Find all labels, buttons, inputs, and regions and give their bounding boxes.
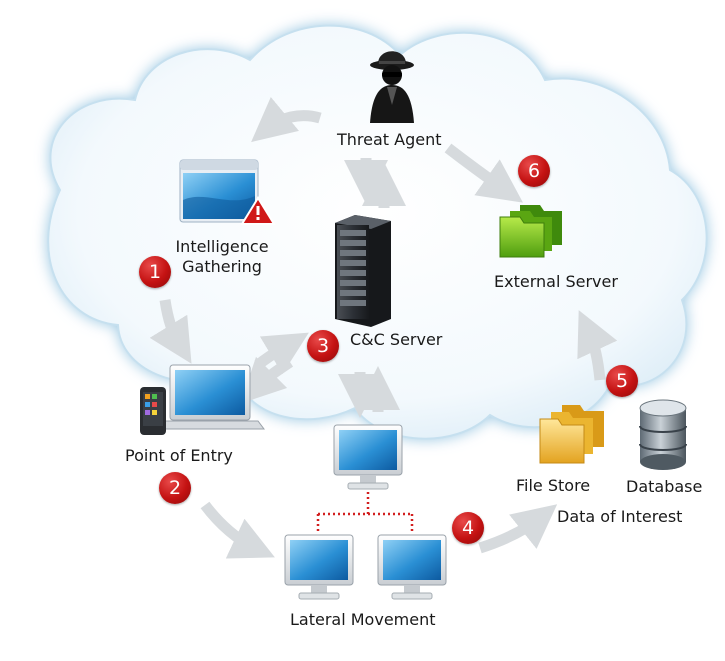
step-badge-4: 4 bbox=[452, 512, 484, 544]
desktop-icon-right bbox=[377, 534, 447, 600]
desktop-icon-top bbox=[333, 424, 403, 490]
arrow-threat-to-external bbox=[444, 143, 523, 203]
network-links bbox=[316, 492, 414, 532]
green-folders-icon bbox=[499, 205, 562, 258]
label-intelligence-gathering: Intelligence Gathering bbox=[162, 237, 282, 277]
yellow-folders-icon bbox=[539, 405, 604, 464]
laptop-phone-icon bbox=[140, 364, 265, 435]
arrow-intel-to-entry bbox=[149, 299, 192, 364]
label-threat-agent: Threat Agent bbox=[337, 130, 442, 149]
arrow-entry-to-lateral bbox=[200, 501, 275, 559]
database-icon bbox=[639, 399, 687, 470]
browser-warning-icon bbox=[179, 159, 276, 225]
label-intelligence-line2: Gathering bbox=[182, 257, 262, 276]
arrow-cc-to-entry bbox=[240, 356, 294, 404]
step-badge-5: 5 bbox=[606, 365, 638, 397]
label-data-of-interest: Data of Interest bbox=[557, 507, 683, 526]
step-badge-2: 2 bbox=[159, 472, 191, 504]
arrow-threat-to-intel bbox=[251, 97, 322, 143]
label-point-of-entry: Point of Entry bbox=[125, 446, 233, 465]
step-badge-1: 1 bbox=[139, 256, 171, 288]
label-file-store: File Store bbox=[516, 476, 591, 495]
label-lateral-movement: Lateral Movement bbox=[290, 610, 436, 629]
label-external-server: External Server bbox=[494, 272, 618, 291]
hacker-icon bbox=[370, 51, 414, 123]
label-intelligence-line1: Intelligence bbox=[175, 237, 269, 256]
step-badge-6: 6 bbox=[518, 155, 550, 187]
desktop-icon-left bbox=[284, 534, 354, 600]
label-cc-server: C&C Server bbox=[350, 330, 443, 349]
arrow-data-to-external bbox=[577, 310, 618, 381]
arrow-lateral-to-data bbox=[478, 504, 558, 554]
flow-arrows bbox=[149, 97, 618, 559]
server-rack-icon bbox=[335, 215, 391, 327]
step-badge-3: 3 bbox=[307, 330, 339, 362]
label-database: Database bbox=[626, 477, 703, 496]
